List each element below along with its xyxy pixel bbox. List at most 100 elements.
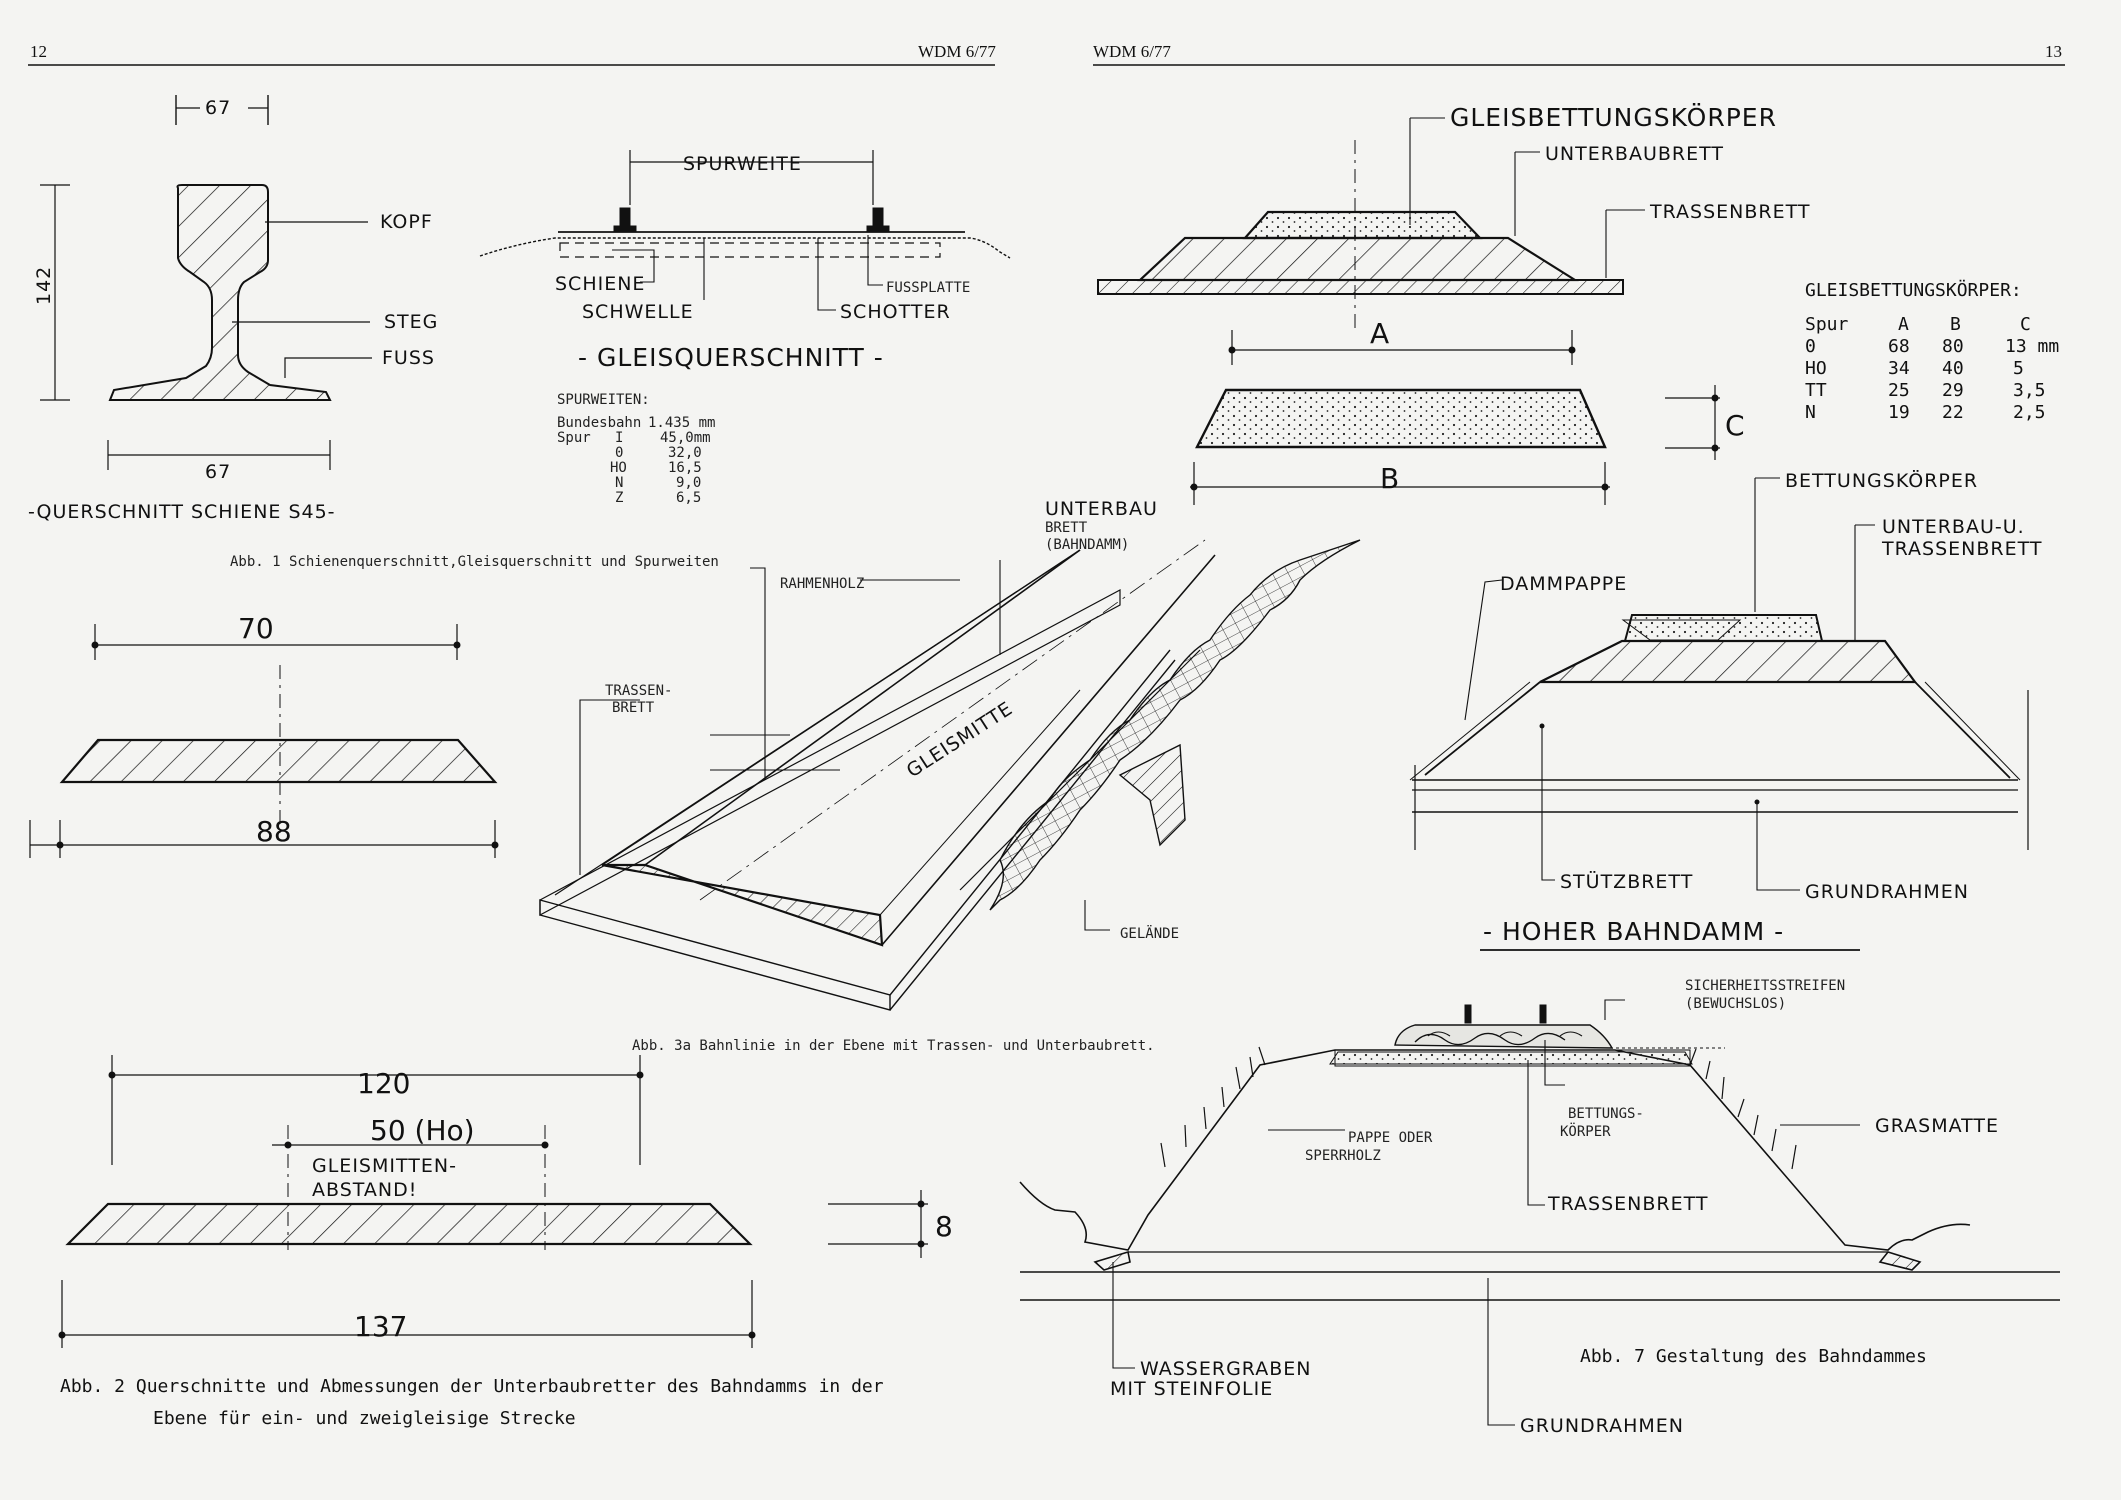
gauge-row-label: Spur [557,430,591,446]
layer-dim-a: A [1370,317,1389,350]
embank-gras-label: GRASMATTE [1875,1115,1999,1137]
board-70-bottom-dim: 88 [256,815,292,848]
layer-section-figure [1097,117,1720,505]
ballast-table-cell: 34 [1888,358,1910,379]
high-embankment-figure [1409,477,2029,951]
ballast-table-cell: 25 [1888,380,1910,401]
gauge-row-value: 45,0mm [660,430,711,446]
high-bettung-label: BETTUNGSKÖRPER [1785,469,1978,492]
gauge-list: SPURWEITEN: Bundesbahn 1.435 mm Spur I 4… [557,392,715,506]
perspective-gelaende-label: GELÄNDE [1120,924,1179,942]
ballast-table-cell: 68 [1888,336,1910,357]
track-schiene-label: SCHIENE [555,273,645,295]
rail-dim-bottom: 67 [205,461,231,483]
embank-wasser-line2: MIT STEINFOLIE [1110,1378,1273,1400]
perspective-unterbau-line2: BRETT [1045,520,1088,536]
ballast-table-header: Spur [1805,314,1849,335]
ballast-table-cell: 22 [1942,402,1964,423]
track-schotter-label: SCHOTTER [840,301,951,323]
gauge-list-title: SPURWEITEN: [557,392,650,408]
gauge-row-value: 9,0 [676,475,701,491]
perspective-trassen-line1: TRASSEN- [605,683,672,699]
right-issue-label: WDM 6/77 [1093,42,1171,61]
board-120-height-dim: 8 [935,1210,953,1243]
track-schwelle-label: SCHWELLE [582,301,694,323]
high-dammpappe-label: DAMMPAPPE [1500,573,1627,595]
perspective-rahmenholz-label: RAHMENHOLZ [780,576,864,592]
track-fussplatte-label: FUSSPLATTE [886,280,970,296]
board-120-mid-dim: 50 (Ho) [370,1114,475,1147]
ballast-table-cell: N [1805,402,1816,423]
ballast-table-header: C [2020,314,2031,335]
embank-grund-label: GRUNDRAHMEN [1520,1415,1684,1437]
rail-label-kopf: KOPF [380,211,433,233]
layer-dim-b: B [1380,462,1399,495]
ballast-table-header: A [1898,314,1909,335]
gauge-row-scale: I [615,430,623,446]
track-figure-title: - GLEISQUERSCHNITT - [578,343,884,372]
rail-label-steg: STEG [384,311,438,333]
rail-profile [108,184,332,401]
figure-2-caption-line1: Abb. 2 Querschnitte und Abmessungen der … [60,1376,884,1397]
high-stuetz-label: STÜTZBRETT [1560,870,1693,893]
ballast-table-cell: 29 [1942,380,1964,401]
gauge-row-scale: Z [615,490,623,506]
high-unterbau-line2: TRASSENBRETT [1881,538,2043,560]
board-120-note-line2: ABSTAND! [312,1179,417,1201]
layer-dim-c: C [1725,409,1745,442]
ballast-table-title: GLEISBETTUNGSKÖRPER: [1805,279,2022,301]
track-section-figure [479,150,1011,311]
high-unterbau-line1: UNTERBAU-U. [1882,516,2025,538]
gauge-row-scale: HO [610,460,627,476]
rail-dim-top: 67 [205,97,231,119]
high-embankment-title: - HOHER BAHNDAMM - [1483,917,1784,946]
gauge-row-value: 1.435 mm [648,415,715,431]
track-spurweite-label: SPURWEITE [683,153,802,175]
board-70-top-dim: 70 [238,612,274,645]
figure-2-caption-line2: Ebene für ein- und zweigleisige Strecke [153,1408,576,1429]
embank-bett-line2: KÖRPER [1560,1122,1611,1140]
rail-section-figure [40,95,372,470]
embank-pappe-line1: PAPPE ODER [1348,1130,1433,1146]
ballast-table-cell: 19 [1888,402,1910,423]
layer-unterbau-label: UNTERBAUBRETT [1545,143,1724,165]
perspective-figure [539,539,1361,1011]
embank-bett-line1: BETTUNGS- [1568,1106,1644,1122]
rail-label-fuss: FUSS [382,347,435,369]
embank-sicher-line2: (BEWUCHSLOS) [1685,996,1786,1012]
perspective-trassen-line2: BRETT [612,700,655,716]
left-issue-label: WDM 6/77 [918,42,996,61]
right-page-number: 13 [2045,42,2062,61]
rail-figure-title: -QUERSCHNITT SCHIENE S45- [28,501,336,523]
ballast-table-cell: 80 [1942,336,1964,357]
rail-dim-height: 142 [33,266,55,305]
ballast-table-cell: 40 [1942,358,1964,379]
ballast-table-header: B [1950,314,1961,335]
perspective-unterbau-line3: (BAHNDAMM) [1045,537,1129,553]
ballast-table-cell: 5 [2013,358,2024,379]
board-70-figure [29,624,499,858]
figure-1-caption: Abb. 1 Schienenquerschnitt,Gleisquerschn… [230,554,719,570]
gauge-row-scale: 0 [615,445,623,461]
embank-wasser-line1: WASSERGRABEN [1140,1358,1311,1380]
perspective-unterbau-line1: UNTERBAU [1045,498,1158,520]
embank-sicher-line1: SICHERHEITSSTREIFEN [1685,978,1845,994]
figure-7-caption: Abb. 7 Gestaltung des Bahndammes [1580,1346,1927,1367]
gauge-row-value: 6,5 [676,490,701,506]
gauge-row-scale: N [615,475,623,491]
high-grund-label: GRUNDRAHMEN [1805,881,1969,903]
board-120-note-line1: GLEISMITTEN- [312,1155,457,1177]
gauge-row-value: 16,5 [668,460,702,476]
ballast-table-cell: 0 [1805,336,1816,357]
gauge-row-label: Bundesbahn [557,415,641,431]
perspective-gleismitte-label: GLEISMITTE [903,697,1017,782]
board-120-bottom-dim: 137 [354,1310,407,1343]
layer-trassen-label: TRASSENBRETT [1649,201,1811,223]
ballast-table-cell: 2,5 [2013,402,2046,423]
gauge-row-value: 32,0 [668,445,702,461]
ballast-table-cell: 3,5 [2013,380,2046,401]
layer-gleisbettung-label: GLEISBETTUNGSKÖRPER [1450,103,1777,132]
ballast-dimension-table: GLEISBETTUNGSKÖRPER: Spur A B C 0 68 80 … [1805,279,2059,423]
